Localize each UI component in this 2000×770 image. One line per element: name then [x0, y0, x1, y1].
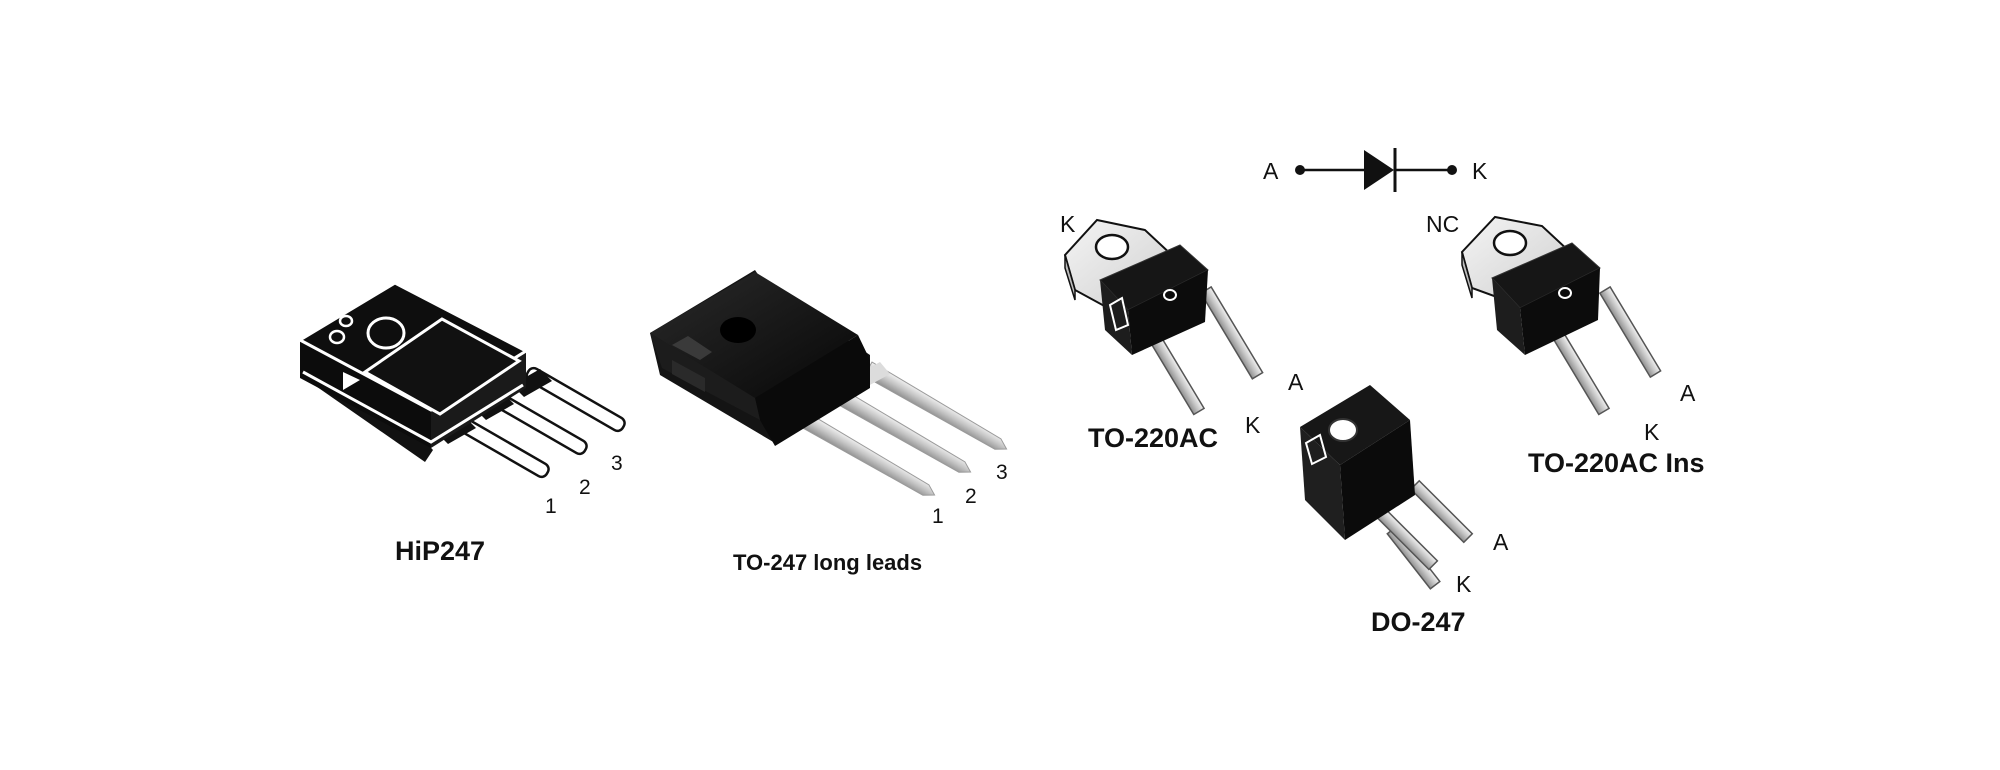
- diode-triangle: [1364, 150, 1394, 190]
- to220ac-ins-package: NC A K TO-220AC Ins: [1426, 211, 1705, 478]
- to220ac-tab-label: K: [1060, 211, 1076, 237]
- to247-pin-2-label: 2: [965, 485, 977, 508]
- to220ac-ins-pin-k-label: K: [1644, 419, 1660, 445]
- to220ac-ins-tab-label: NC: [1426, 211, 1459, 237]
- symbol-cathode-label: K: [1472, 158, 1488, 184]
- do247-pin-a-label: A: [1493, 529, 1509, 555]
- diode-symbol: A K: [1263, 148, 1488, 192]
- to220ac-ins-pin-a-label: A: [1680, 380, 1696, 406]
- anode-terminal-dot: [1295, 165, 1305, 175]
- do247-pin-k-label: K: [1456, 571, 1472, 597]
- to220ac-pin-k-label: K: [1245, 412, 1261, 438]
- to220ac-package: K A K TO-220AC: [1060, 211, 1304, 453]
- to247-package: 1 2 3 TO-247 long leads: [650, 270, 1008, 575]
- hip247-pin-2-label: 2: [579, 476, 591, 499]
- to220ac-ins-name: TO-220AC Ins: [1528, 448, 1705, 478]
- hip247-name: HiP247: [395, 536, 485, 566]
- hip247-pin-3-label: 3: [611, 452, 623, 475]
- hip247-pin-1-label: 1: [545, 495, 557, 518]
- to247-pin-1-label: 1: [932, 505, 944, 528]
- do247-name: DO-247: [1371, 607, 1466, 637]
- do247-package: A K DO-247: [1300, 385, 1509, 637]
- to220ac-name: TO-220AC: [1088, 423, 1218, 453]
- to247-name: TO-247 long leads: [733, 550, 922, 575]
- to220ac-pin-a-label: A: [1288, 369, 1304, 395]
- to247-pin-3-label: 3: [996, 461, 1008, 484]
- cathode-terminal-dot: [1447, 165, 1457, 175]
- symbol-anode-label: A: [1263, 158, 1279, 184]
- hip247-package: 1 2 3 HiP247: [296, 281, 626, 566]
